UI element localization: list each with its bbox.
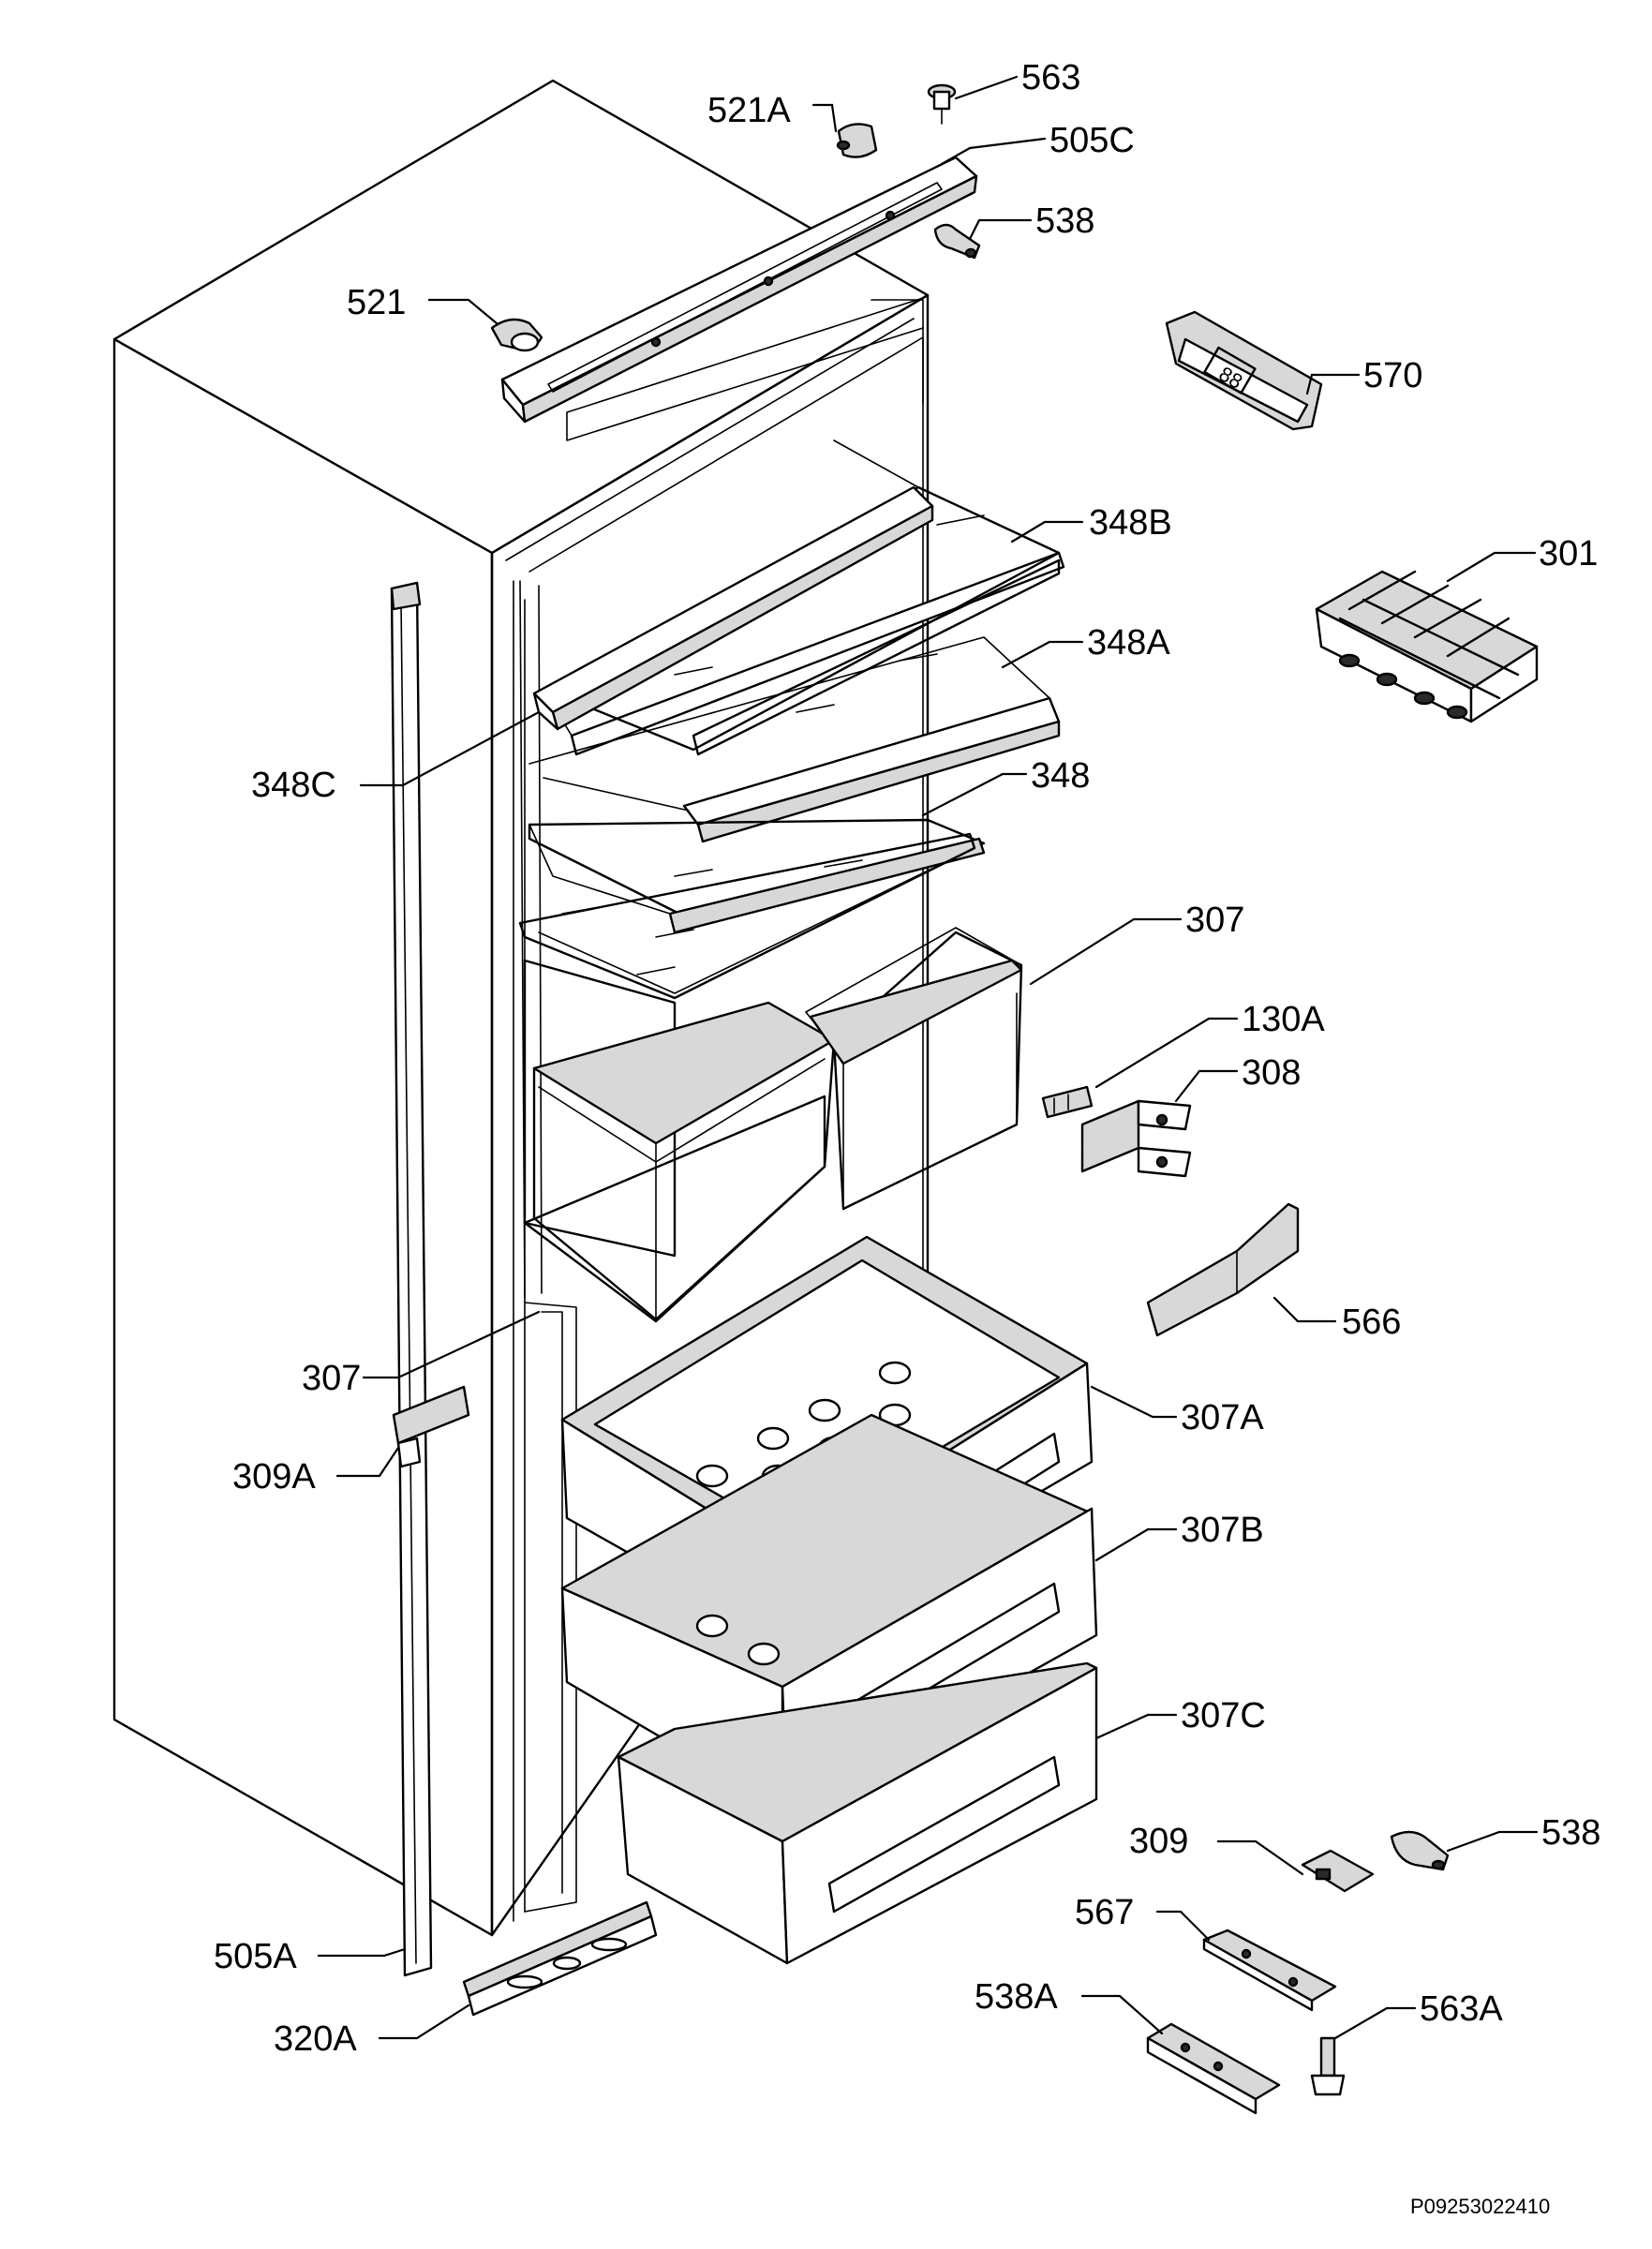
label-505a: 505A	[214, 1937, 297, 1976]
drawer-307-left	[523, 959, 836, 1323]
hinge-bracket-538-top	[933, 223, 981, 260]
reference-code: P09253022410	[1410, 2195, 1550, 2218]
leader-lines	[317, 75, 1539, 2040]
crisper-307c	[617, 1661, 1098, 1965]
label-307a: 307A	[1181, 1398, 1264, 1437]
divider-566	[1146, 1202, 1300, 1337]
label-348a: 348A	[1087, 623, 1170, 663]
label-570: 570	[1363, 356, 1422, 395]
label-307c: 307C	[1181, 1696, 1266, 1735]
label-538a: 538A	[975, 1977, 1058, 2017]
label-505c: 505C	[1049, 121, 1135, 160]
hinge-bracket-538-bottom	[1390, 1830, 1450, 1871]
label-566: 566	[1342, 1303, 1401, 1342]
hinge-plate-538a	[1146, 2022, 1281, 2115]
top-rail	[500, 156, 978, 424]
label-320a: 320A	[274, 2019, 357, 2059]
label-563a: 563A	[1420, 1989, 1503, 2029]
door-seal-strip	[390, 581, 433, 1977]
label-567: 567	[1075, 1893, 1134, 1932]
clip-309a	[392, 1385, 470, 1468]
glass-shelf-348	[528, 818, 986, 934]
label-309a: 309A	[232, 1457, 316, 1497]
bracket-308	[1080, 1099, 1192, 1178]
shelf-rail-348c	[532, 485, 934, 731]
label-308: 308	[1242, 1053, 1301, 1093]
label-521: 521	[347, 283, 406, 322]
label-563: 563	[1021, 58, 1080, 97]
label-307-top: 307	[1185, 901, 1244, 940]
label-538-bottom: 538	[1541, 1813, 1600, 1853]
hinge-cap-521	[490, 318, 543, 352]
label-348b: 348B	[1089, 503, 1172, 543]
ice-tray-301	[1315, 570, 1539, 723]
label-309: 309	[1129, 1822, 1188, 1861]
hinge-pin-563	[927, 83, 957, 125]
clip-130a	[1041, 1085, 1094, 1119]
glass-shelf-348b	[542, 439, 1065, 756]
label-348c: 348C	[251, 766, 336, 805]
label-307b: 307B	[1181, 1511, 1264, 1550]
label-130a: 130A	[1242, 1000, 1325, 1039]
glass-plate-crisper-cover	[518, 832, 976, 1000]
drawer-307-right	[805, 927, 1023, 1211]
label-348: 348	[1031, 756, 1090, 796]
hinge-plate-320a	[462, 1900, 658, 2017]
callout-labels: 563 521A 505C 538 521 570 348B 301 348A …	[214, 58, 1600, 2059]
glass-shelf-348a	[528, 636, 1061, 843]
label-301: 301	[1539, 534, 1598, 573]
hinge-plate-567	[1202, 1929, 1337, 2012]
control-panel-570: 88	[1165, 310, 1323, 431]
label-521a: 521A	[707, 91, 791, 130]
label-307-left: 307	[302, 1359, 361, 1398]
label-538-top: 538	[1035, 201, 1094, 241]
hinge-pin-563a	[1310, 2036, 1346, 2096]
clip-309	[1301, 1849, 1375, 1893]
hinge-cap-521a	[836, 123, 878, 158]
